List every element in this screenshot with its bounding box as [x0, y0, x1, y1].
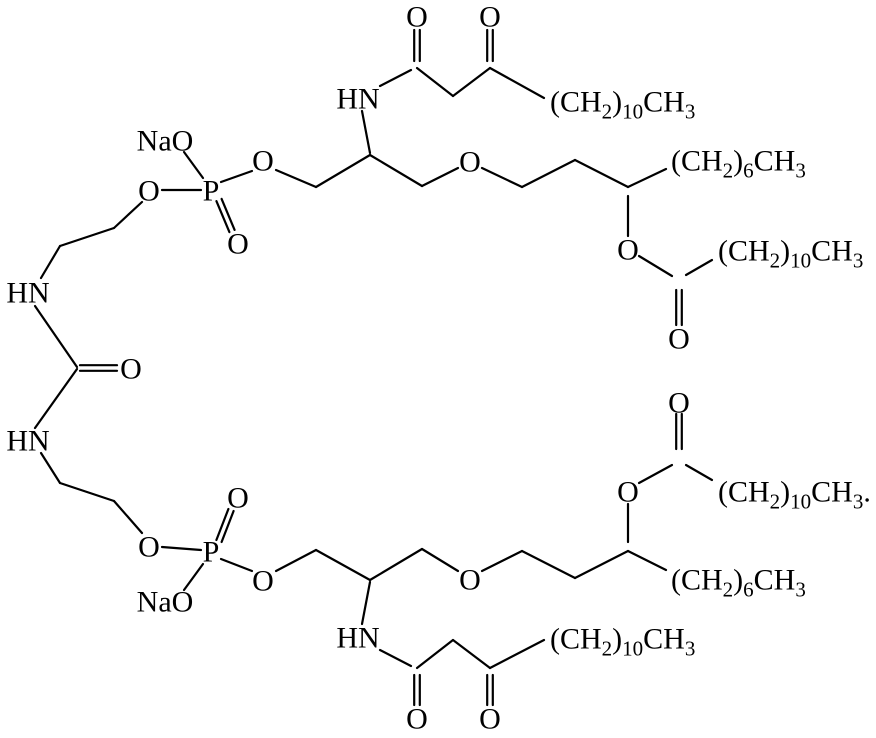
bond: [573, 549, 630, 580]
bond: [480, 166, 524, 189]
atom-label-phosphate-linker-O-bottom: O: [138, 531, 160, 564]
atom-label-amide-NH-bottom: HN: [336, 622, 379, 655]
bond: [368, 153, 424, 188]
bond: [274, 548, 318, 573]
atom-label-urea-NH-upper: HN: [6, 277, 49, 310]
bond: [637, 254, 674, 278]
bond: [637, 463, 674, 485]
atom-label-ester-carbonyl-O-top: O: [668, 323, 690, 356]
atom-label-undecyl-chain-top-amide: (CH2)10CH3: [550, 86, 695, 124]
atom-label-phosphate-ester-O-top: O: [252, 145, 274, 178]
bond: [219, 557, 254, 573]
bond: [112, 200, 144, 230]
bond: [112, 499, 144, 535]
bond: [360, 580, 372, 626]
bond: [415, 66, 455, 98]
double-bond: [220, 197, 236, 231]
bond: [415, 638, 455, 670]
bond: [33, 367, 79, 430]
bond: [626, 549, 668, 572]
bond: [58, 481, 116, 503]
bond: [520, 549, 577, 580]
atom-label-amide-carbonyl-O-bottom: O: [406, 703, 428, 736]
bond: [314, 153, 372, 189]
atom-label-hexyl-chain-top: (CH2)6CH3: [671, 145, 806, 183]
double-bond: [220, 509, 235, 544]
atom-label-phosphorus-bottom: P: [203, 536, 220, 569]
bond: [451, 638, 492, 670]
atom-label-ester-O-top: O: [617, 234, 639, 267]
atom-label-amide-NH-top: HN: [336, 83, 379, 116]
bond: [160, 545, 203, 552]
bond: [420, 547, 460, 573]
bond: [520, 158, 577, 189]
atom-label-phosphate-double-O-bottom: O: [227, 482, 249, 515]
atom-label-ester-O-bottom: O: [617, 476, 639, 509]
bond: [451, 66, 492, 98]
bond: [626, 167, 668, 189]
bond: [488, 66, 546, 100]
bond: [488, 638, 546, 670]
bond: [684, 258, 714, 277]
atom-label-sodium-oxide-bottom: NaO: [137, 586, 194, 619]
atom-label-undecyl-chain-bottom-amide: (CH2)10CH3: [550, 623, 695, 661]
bond: [573, 158, 630, 189]
atom-label-undecyl-chain-top-ester: (CH2)10CH3: [718, 235, 863, 273]
atom-label-amide-carbonyl-O-top: O: [406, 1, 428, 34]
bond: [33, 304, 79, 369]
bond: [684, 463, 714, 482]
bond: [274, 168, 318, 189]
bond: [314, 548, 372, 582]
bond: [39, 244, 62, 280]
atom-label-ester-carbonyl-O-bottom: O: [668, 387, 690, 420]
bond: [378, 648, 413, 668]
bond: [39, 451, 62, 485]
atom-label-undecyl-chain-bottom-ester: (CH2)10CH3.: [718, 476, 871, 514]
bond: [420, 166, 460, 188]
double-bond: [215, 200, 231, 234]
atom-label-ether-O-bottom: O: [459, 564, 481, 597]
atom-label-urea-carbonyl-O: O: [120, 353, 142, 386]
atom-label-ether-O-top: O: [459, 146, 481, 179]
bond: [58, 226, 116, 248]
bond: [219, 169, 254, 184]
atom-label-ketone-O-bottom: O: [479, 703, 501, 736]
atom-label-phosphorus-top: P: [203, 175, 220, 208]
bond: [360, 109, 372, 155]
atom-label-sodium-oxide-top: NaO: [137, 125, 194, 158]
bond: [378, 68, 413, 88]
atom-label-ketone-O-top: O: [479, 1, 501, 34]
bond: [182, 562, 205, 592]
atom-label-urea-NH-lower: HN: [6, 425, 49, 458]
bond: [480, 549, 524, 573]
bond: [182, 150, 205, 180]
double-bond: [215, 507, 230, 542]
bond: [368, 547, 424, 582]
atom-label-phosphate-double-O-top: O: [227, 228, 249, 261]
atom-label-phosphate-linker-O-top: O: [138, 175, 160, 208]
atom-label-hexyl-chain-bottom: (CH2)6CH3: [671, 564, 806, 602]
atom-label-phosphate-ester-O-bottom: O: [252, 565, 274, 598]
